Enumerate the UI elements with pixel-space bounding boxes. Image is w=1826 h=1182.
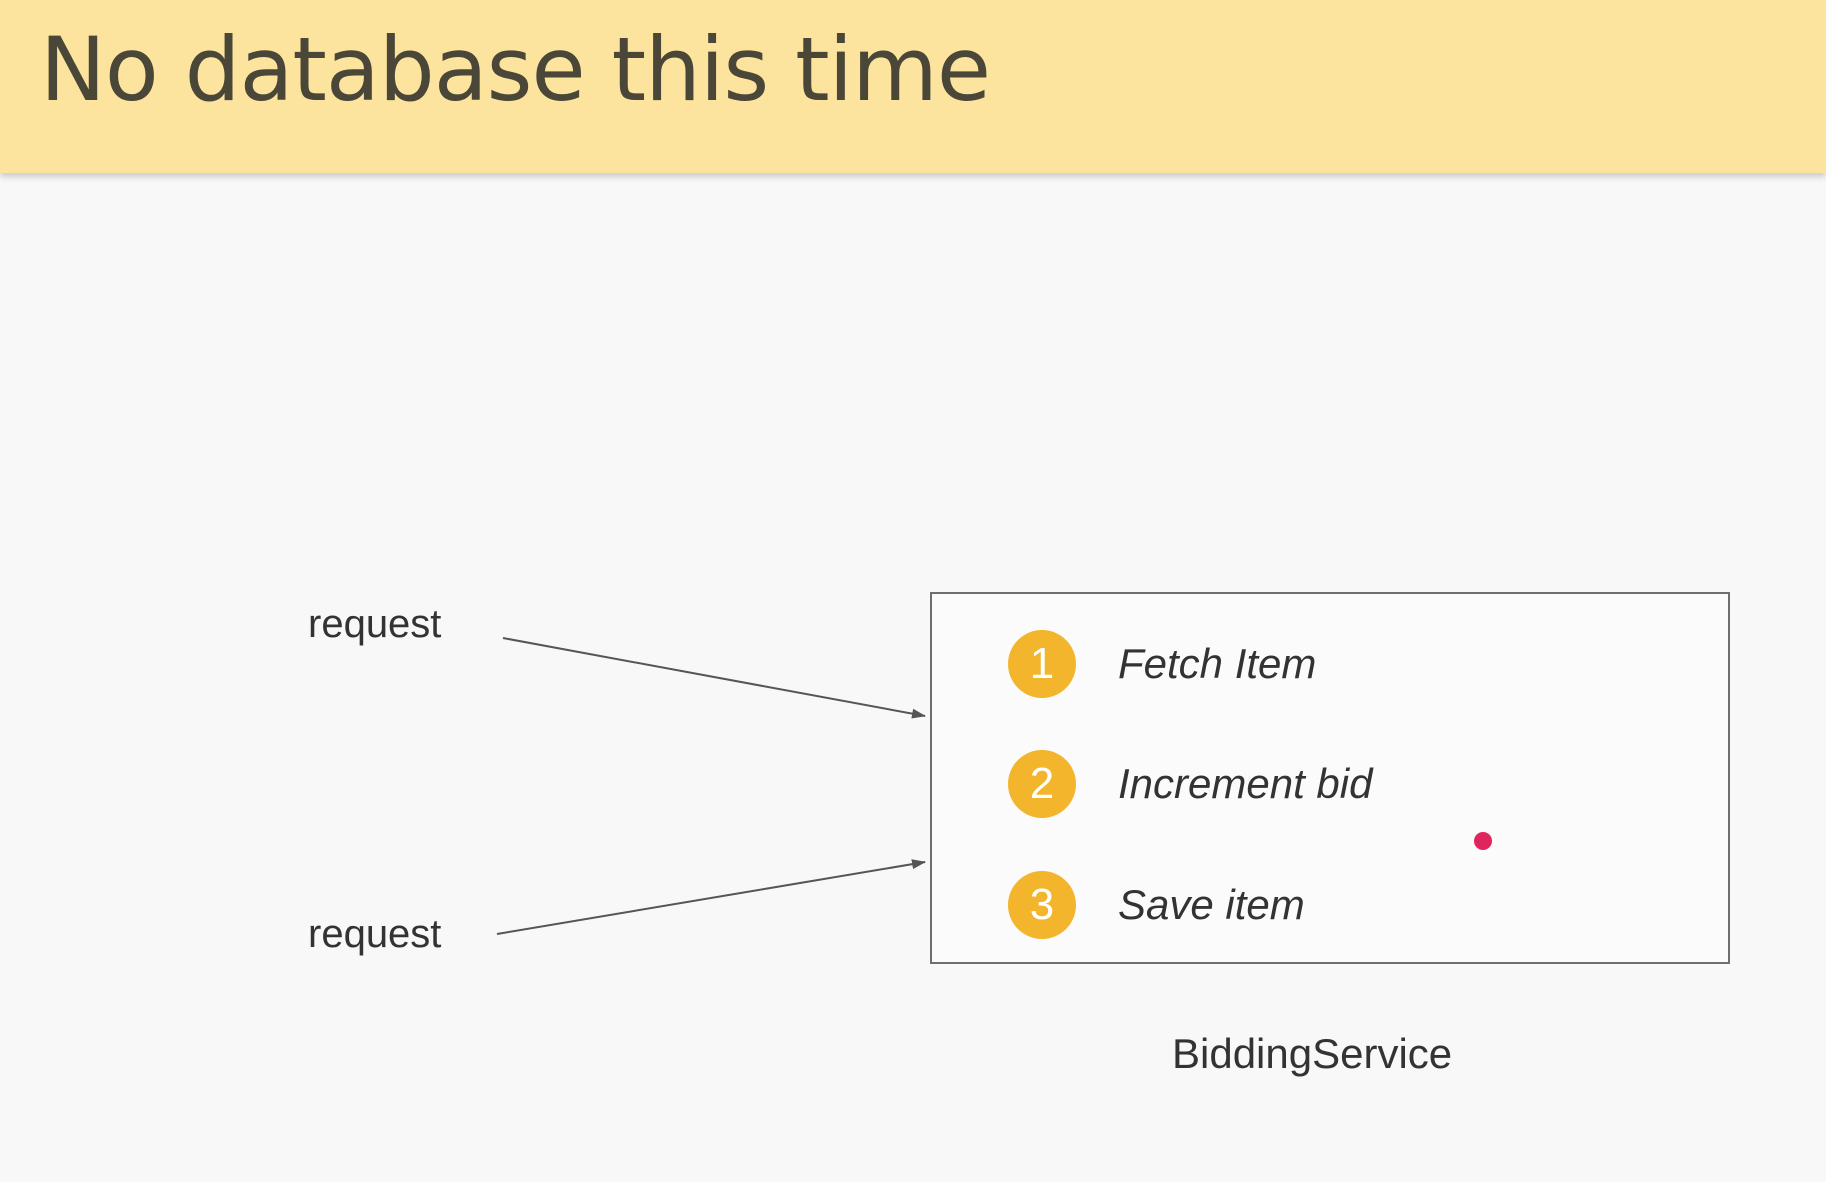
request-label-bottom: request — [308, 912, 442, 956]
step-3-badge: 3 — [1008, 871, 1076, 939]
step-1: 1 Fetch Item — [1008, 629, 1316, 699]
step-2: 2 Increment bid — [1008, 749, 1372, 819]
service-name: BiddingService — [1172, 1030, 1453, 1077]
step-2-label: Increment bid — [1118, 760, 1373, 807]
request-arrow-bottom — [496, 859, 926, 935]
service-box: 1 Fetch Item 2 Increment bid 3 Save item — [930, 592, 1730, 964]
request-arrow-top — [502, 637, 926, 719]
laser-pointer-icon — [1474, 832, 1492, 850]
slide-header: No database this time — [0, 0, 1826, 173]
slide-title: No database this time — [40, 18, 991, 121]
step-3: 3 Save item — [1008, 870, 1305, 940]
step-1-label: Fetch Item — [1118, 640, 1317, 687]
step-1-badge: 1 — [1008, 630, 1076, 698]
request-label-top: request — [308, 602, 442, 646]
step-3-label: Save item — [1118, 881, 1305, 928]
step-2-badge: 2 — [1008, 750, 1076, 818]
